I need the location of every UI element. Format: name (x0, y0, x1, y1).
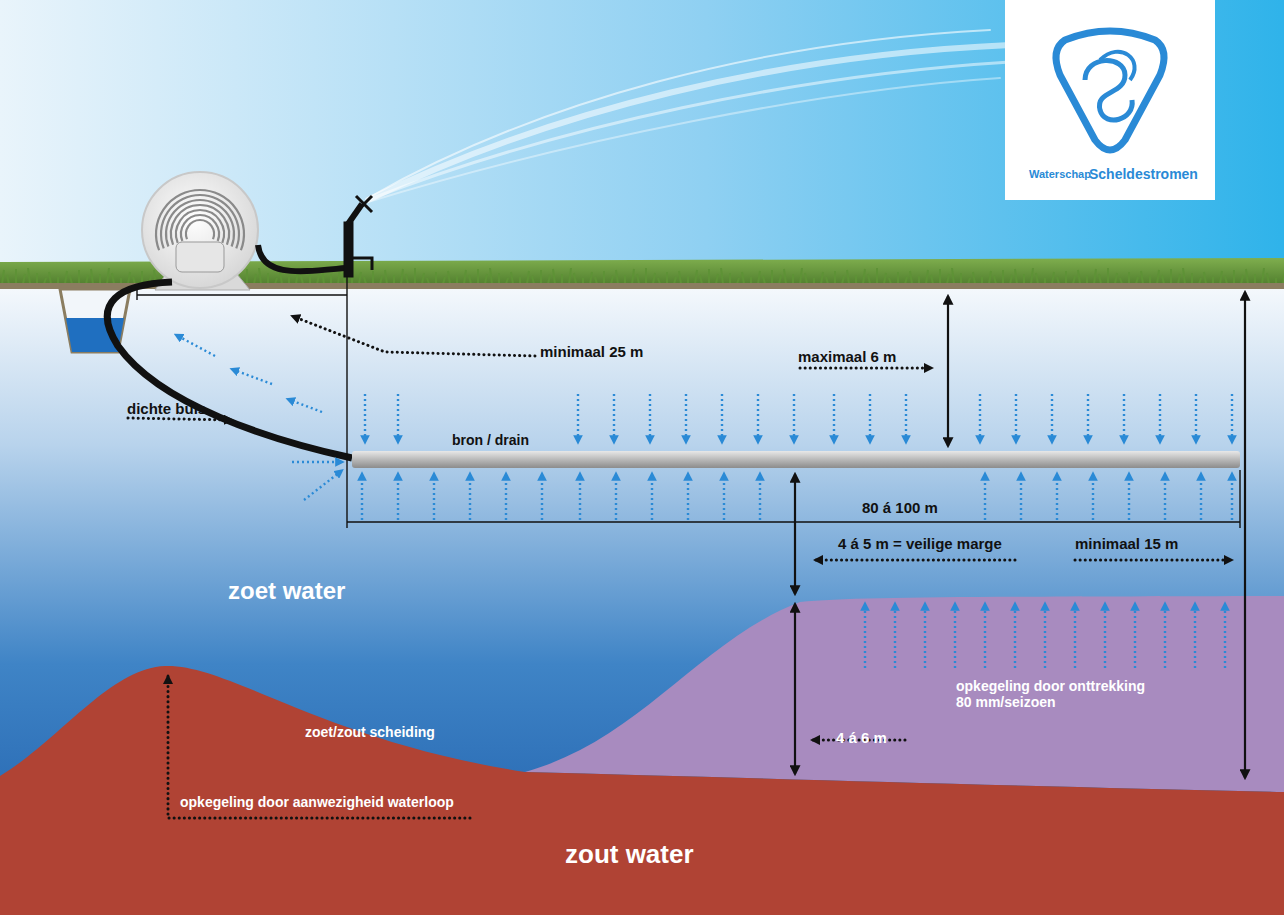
hose-reel (142, 172, 258, 290)
dimension: 4 á 5 m = veilige marge (838, 535, 1002, 552)
flow-arrows (178, 336, 1232, 668)
note: opkegeling door onttrekking 80 mm/seizoe… (956, 678, 1161, 710)
logo-text: Waterschap (1029, 168, 1091, 181)
region-name: zout water (565, 840, 694, 870)
sealed-pipe (107, 282, 352, 458)
upconing-zone (525, 596, 1284, 792)
salt-water (0, 666, 1284, 915)
region-name: zoet water (228, 577, 345, 605)
dimension-lines (137, 276, 1245, 778)
note: zoet/zout scheiding (305, 724, 435, 740)
drain-pipe (352, 451, 1240, 468)
dimension: 4 á 6 m (836, 729, 887, 746)
part-name: bron / drain (452, 432, 529, 448)
dimension: maximaal 6 m (798, 348, 896, 365)
note: opkegeling door aanwezigheid waterloop (180, 794, 454, 810)
sky (0, 0, 1284, 290)
groundwater (0, 288, 1284, 915)
leader-lines (128, 316, 1232, 818)
logo (1005, 0, 1215, 200)
part-name: dichte buis (127, 400, 206, 417)
spray (368, 30, 1010, 202)
hose (258, 245, 346, 271)
sprinkler (344, 196, 372, 277)
logo-text: Scheldestromen (1089, 166, 1198, 182)
dimension: minimaal 15 m (1075, 535, 1178, 552)
dimension: minimaal 25 m (540, 343, 643, 360)
dimension: 80 á 100 m (862, 499, 938, 516)
